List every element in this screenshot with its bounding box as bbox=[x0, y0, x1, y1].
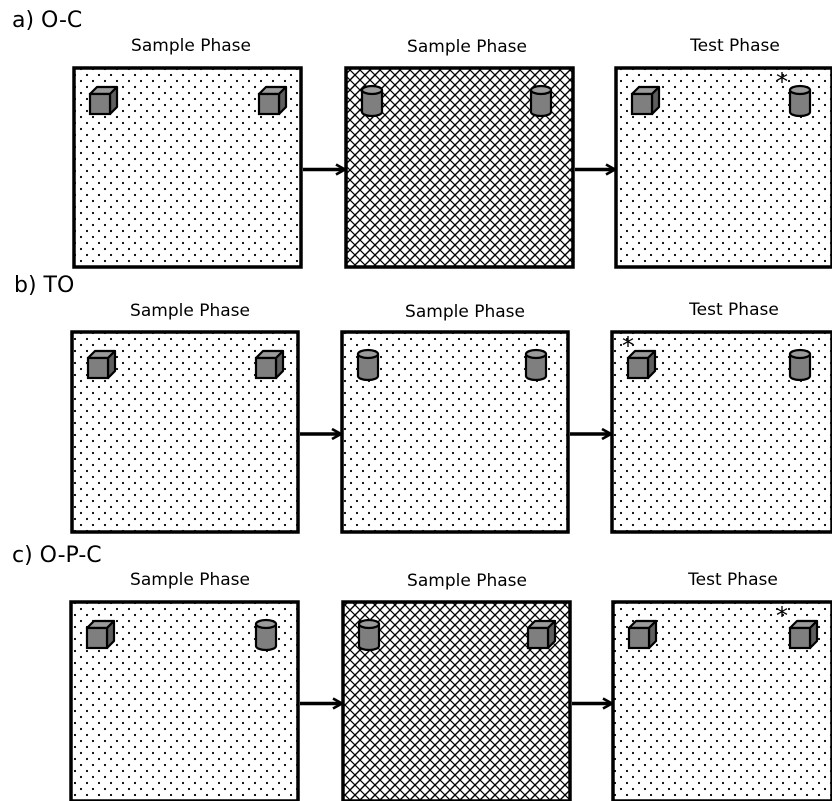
right-cube-object bbox=[259, 87, 286, 114]
panel-c3: * bbox=[613, 602, 832, 801]
novel-object-star-marker: * bbox=[622, 332, 634, 360]
left-cylinder-object bbox=[358, 350, 378, 380]
right-cylinder-object bbox=[526, 350, 546, 380]
right-cube-object bbox=[256, 351, 283, 378]
left-cylinder-object bbox=[362, 86, 382, 116]
right-cube-object bbox=[528, 621, 555, 648]
novel-object-star-marker: * bbox=[776, 68, 788, 96]
left-cube-object bbox=[87, 621, 114, 648]
left-cube-object bbox=[90, 87, 117, 114]
right-cylinder-object bbox=[790, 86, 810, 116]
panel-a2 bbox=[346, 68, 573, 267]
panel-c2 bbox=[343, 602, 570, 801]
panel-b2 bbox=[342, 332, 568, 532]
novel-object-star-marker: * bbox=[776, 602, 788, 630]
left-cube-object bbox=[88, 351, 115, 378]
panel-a1 bbox=[74, 68, 301, 267]
right-cube-object bbox=[790, 621, 817, 648]
right-cylinder-object bbox=[256, 620, 276, 650]
right-cylinder-object bbox=[790, 350, 810, 380]
panel-b1 bbox=[72, 332, 298, 532]
right-cylinder-object bbox=[531, 86, 551, 116]
panel-a3: * bbox=[616, 68, 832, 267]
left-cube-object bbox=[632, 87, 659, 114]
panel-c1 bbox=[71, 602, 298, 801]
left-cube-object bbox=[629, 621, 656, 648]
left-cylinder-object bbox=[359, 620, 379, 650]
panel-b3: * bbox=[612, 332, 832, 532]
